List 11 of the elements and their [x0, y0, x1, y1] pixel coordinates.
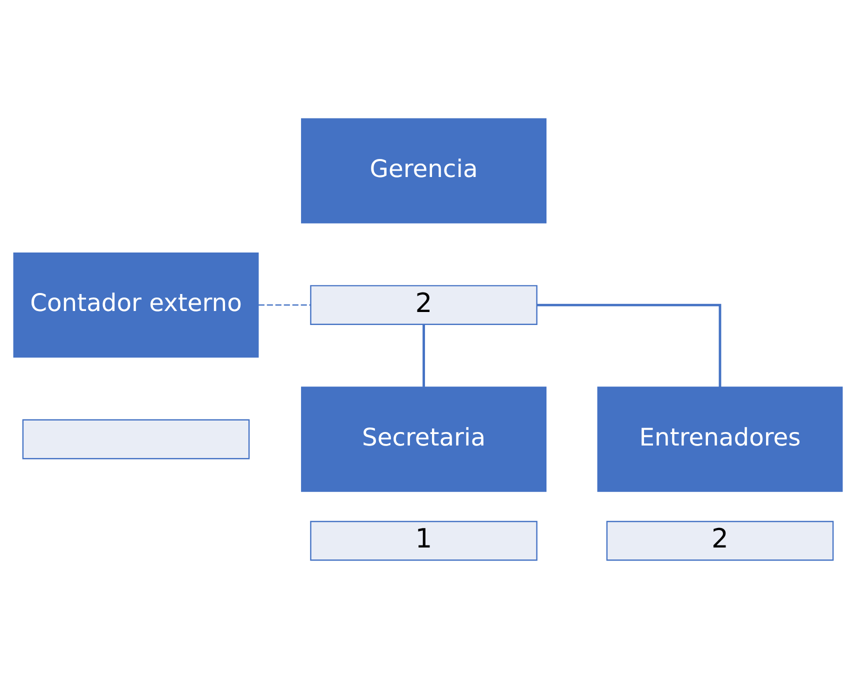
- node-box: 1: [310, 520, 537, 561]
- connector: [422, 324, 424, 387]
- node-box: [22, 419, 250, 460]
- node-box: Secretaria: [300, 386, 546, 492]
- connector: [536, 304, 721, 387]
- node-box: Gerencia: [300, 118, 546, 224]
- node-box: Entrenadores: [596, 386, 842, 492]
- connector: [258, 304, 310, 306]
- node-box: 2: [310, 285, 537, 325]
- node-box: 2: [606, 520, 834, 561]
- node-box: Contador externo: [12, 252, 258, 358]
